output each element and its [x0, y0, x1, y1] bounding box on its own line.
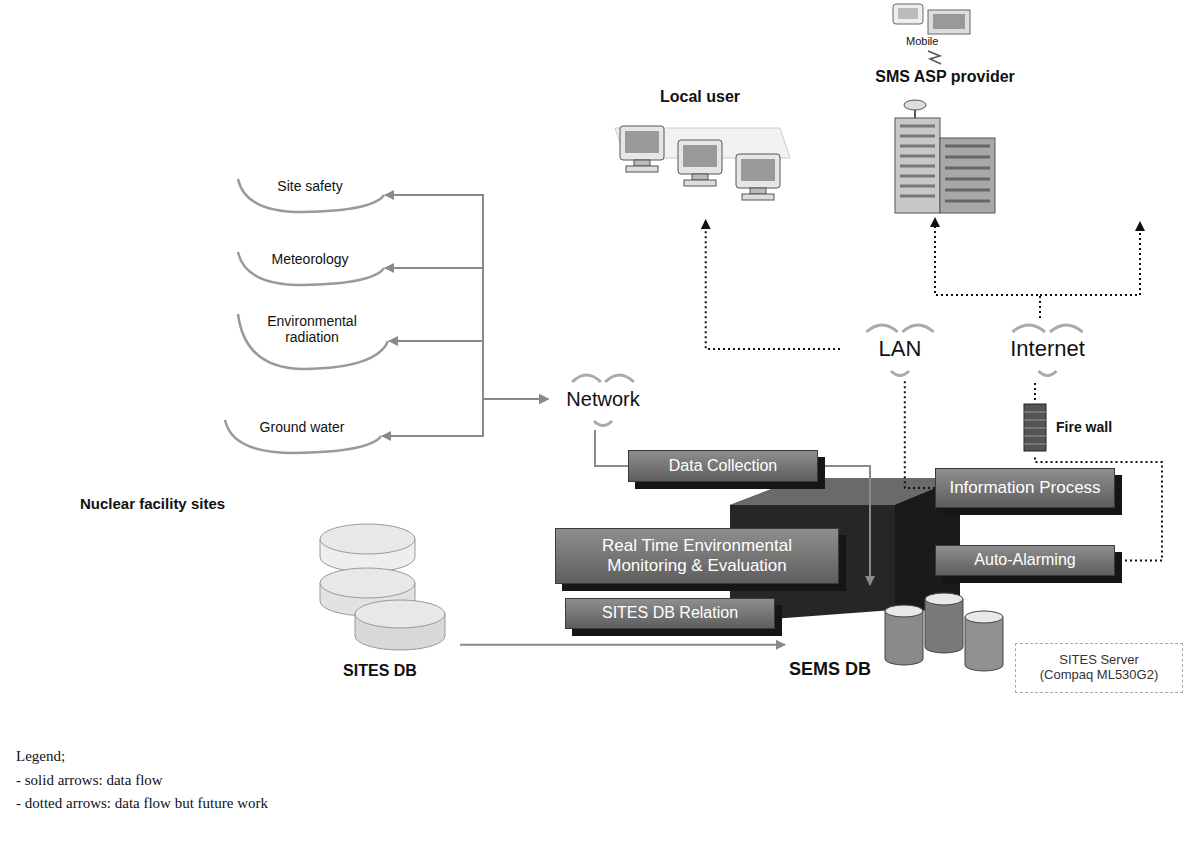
provider-building-shape [845, 68, 1045, 218]
future-data-flow [706, 220, 840, 349]
user-group-shape [605, 88, 795, 220]
site-arc: Site safety [235, 175, 385, 215]
node-label: SITES DB [343, 662, 417, 680]
node-label: Internet [1010, 336, 1085, 361]
legend-entry: - solid arrows: data flow [16, 772, 163, 789]
data-flow [595, 430, 628, 466]
node-label: Local user [660, 88, 740, 106]
node-label: Ground water [260, 419, 345, 435]
future-data-flow [935, 218, 1040, 318]
future-link [1040, 222, 1140, 295]
site-arc: Ground water [222, 416, 382, 456]
node-label: Network [566, 388, 639, 411]
annotation: Mobile [906, 35, 938, 47]
process-box: SITES DB Relation [565, 598, 775, 629]
data-flow [385, 195, 548, 399]
node-label: Environmental radiation [241, 313, 383, 345]
box-label: Data Collection [669, 457, 778, 475]
annotation: Nuclear facility sites [80, 495, 225, 512]
network-cloud: LAN [840, 318, 960, 380]
site-arc: Meteorology [235, 248, 385, 288]
process-box: Auto-Alarming [935, 545, 1115, 576]
future-data-flow [905, 380, 935, 488]
data-flow [382, 399, 548, 436]
legend-entry: - dotted arrows: data flow but future wo… [16, 795, 268, 812]
network-cloud: Internet [985, 318, 1110, 380]
user-group: Local user [605, 88, 795, 220]
database-cylinder-shape [300, 520, 460, 680]
data-flow [389, 341, 548, 399]
firewall-icon: Fire wall [1020, 400, 1145, 455]
future-data-flow [1034, 380, 1036, 400]
data-flow [385, 268, 548, 399]
box-label: Information Process [949, 478, 1100, 498]
server-note: SITES Server (Compaq ML530G2) [1015, 643, 1183, 693]
data-flow [460, 644, 785, 646]
node-label: Site safety [277, 178, 342, 194]
legend-heading: Legend; [16, 748, 65, 765]
box-label: SITES DB Relation [602, 604, 738, 622]
network-cloud: Network [548, 368, 658, 430]
mobile-phone [893, 4, 970, 34]
wireless-link [928, 51, 941, 64]
box-label: Auto-Alarming [974, 551, 1075, 569]
site-arc: Environmental radiation [235, 310, 389, 372]
provider-building: SMS ASP provider [845, 68, 1045, 218]
node-label: SITES Server (Compaq ML530G2) [1035, 653, 1163, 683]
process-box: Real Time Environmental Monitoring & Eva… [555, 528, 839, 584]
node-label: Fire wall [1056, 419, 1112, 435]
node-label: SMS ASP provider [875, 68, 1015, 86]
process-box: Data Collection [628, 450, 818, 482]
node-label: SEMS DB [789, 659, 871, 680]
box-label: Real Time Environmental Monitoring & Eva… [566, 536, 828, 575]
database-stack: SEMS DB [785, 585, 1010, 680]
node-label: LAN [879, 336, 922, 361]
process-box: Information Process [935, 468, 1115, 508]
node-label: Meteorology [271, 251, 348, 267]
database-cylinder: SITES DB [300, 520, 460, 680]
